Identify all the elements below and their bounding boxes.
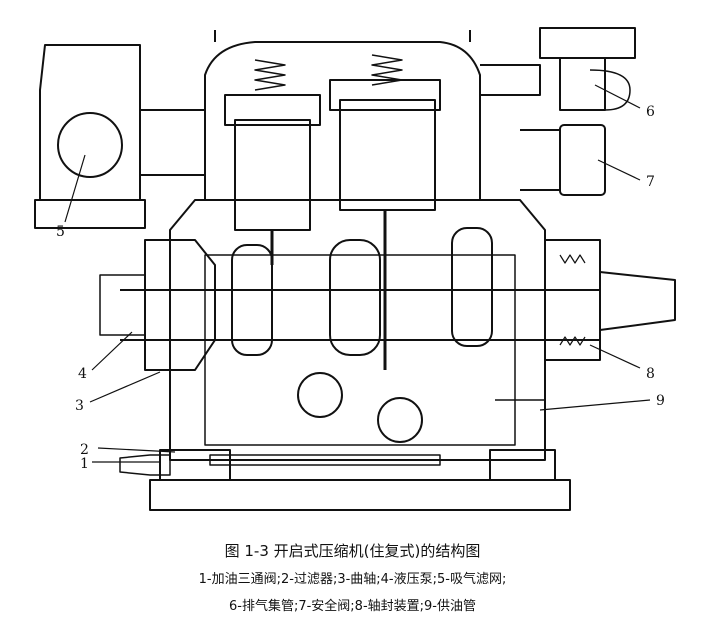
suction-filter-screen bbox=[57, 112, 123, 178]
oil-supply-pipe bbox=[495, 399, 546, 440]
callout-7: 7 bbox=[646, 174, 655, 190]
cylinder-head-cover bbox=[204, 41, 481, 200]
crank-web-right bbox=[451, 227, 493, 347]
oil-pump-housing bbox=[144, 239, 216, 371]
callout-2: 2 bbox=[80, 442, 89, 458]
callout-3: 3 bbox=[75, 398, 84, 414]
figure-legend-line-2: 6-排气集管;7-安全阀;8-轴封装置;9-供油管 bbox=[229, 599, 476, 614]
compressor-cross-section-diagram: 1 2 3 4 5 6 7 8 9 bbox=[34, 27, 676, 511]
oil-fill-valve bbox=[119, 454, 171, 476]
figure-legend-line-1: 1-加油三通阀;2-过滤器;3-曲轴;4-液压泵;5-吸气滤网; bbox=[198, 572, 507, 587]
callout-1: 1 bbox=[80, 456, 89, 472]
shaft-extension bbox=[599, 271, 676, 331]
oil-gear-left bbox=[297, 372, 343, 418]
discharge-manifold bbox=[480, 64, 541, 96]
crank-chamber bbox=[204, 254, 516, 446]
shaft-seal-housing bbox=[545, 239, 601, 361]
valve-plate-left bbox=[224, 94, 321, 126]
oil-filter-tube bbox=[209, 454, 441, 466]
callout-8: 8 bbox=[646, 366, 655, 382]
crankcase-body bbox=[169, 199, 546, 461]
piston-left bbox=[234, 119, 311, 231]
piston-right bbox=[339, 99, 436, 211]
valve-spring-left bbox=[254, 59, 286, 91]
oil-gear-right bbox=[377, 397, 423, 443]
crank-web-mid bbox=[329, 239, 381, 356]
base-foot-right bbox=[489, 449, 556, 480]
base-plate bbox=[149, 479, 571, 511]
callout-4: 4 bbox=[78, 366, 87, 382]
safety-valve-body bbox=[559, 124, 606, 196]
callout-6: 6 bbox=[646, 104, 655, 120]
figure-caption-title: 图 1-3 开启式压缩机(住复式)的结构图 bbox=[224, 542, 481, 560]
crank-web-left bbox=[231, 244, 273, 356]
valve-plate-right bbox=[329, 79, 441, 111]
crankshaft bbox=[120, 289, 600, 341]
callout-5: 5 bbox=[56, 224, 65, 240]
callout-9: 9 bbox=[656, 393, 665, 409]
